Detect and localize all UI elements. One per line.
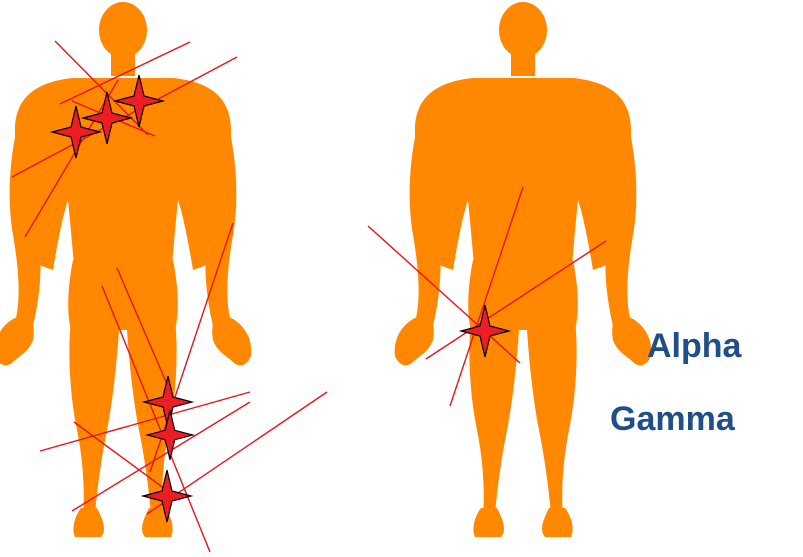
gamma-label: Gamma (610, 402, 735, 436)
back-body-figure (395, 2, 652, 537)
alpha-label: Alpha (647, 329, 741, 363)
front-body-figure (0, 2, 251, 537)
